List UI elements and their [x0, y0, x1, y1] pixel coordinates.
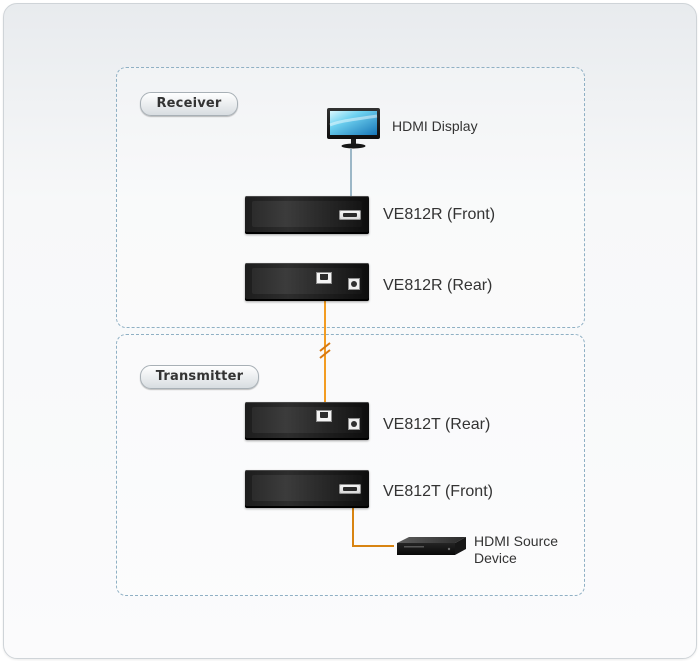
- monitor-icon: [327, 108, 380, 149]
- hdmi-source-label-line-1: HDMI Source: [474, 533, 559, 549]
- receiver-front-label: VE812R (Front): [383, 206, 496, 223]
- hdmi-source-device-icon: [397, 537, 466, 555]
- receiver-rear-label: VE812R (Rear): [383, 277, 493, 294]
- transmitter-rear-label: VE812T (Rear): [383, 416, 491, 433]
- transmitter-front-label: VE812T (Front): [383, 483, 493, 500]
- hdmi-display-label: HDMI Display: [392, 118, 478, 134]
- rj45-port-icon: [316, 410, 332, 422]
- power-port-icon: [348, 418, 360, 430]
- receiver-section-label: Receiver: [140, 92, 238, 116]
- power-port-icon: [348, 278, 360, 290]
- hdmi-port-icon: [339, 210, 361, 220]
- transmitter-section-label: Transmitter: [140, 365, 259, 389]
- hdmi-port-icon: [339, 484, 361, 494]
- rj45-port-icon: [316, 272, 332, 284]
- hdmi-source-label-line-2: Device: [474, 550, 517, 566]
